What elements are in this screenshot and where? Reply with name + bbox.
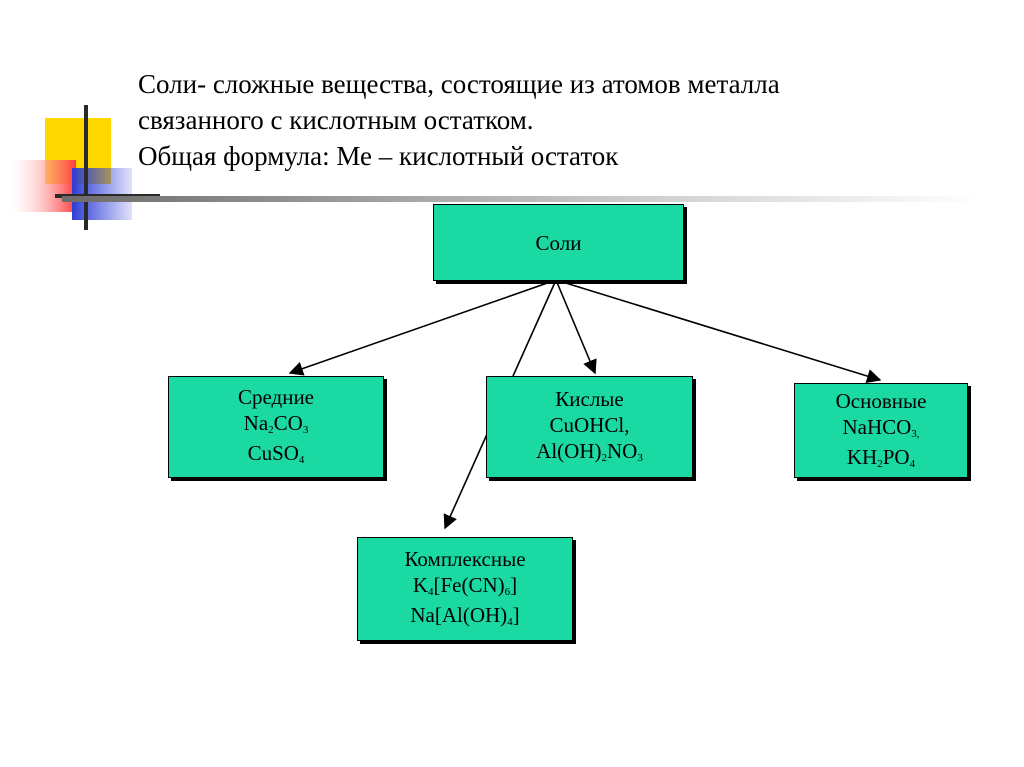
formula-part: [Fe(CN) (433, 573, 505, 597)
node-srednie-label: Средние (237, 385, 315, 409)
formula-subscript: 4 (428, 586, 434, 598)
formula-part: KH (846, 444, 878, 469)
formula-part: Na[Al(OH) (410, 603, 508, 627)
formula-part: CuSO (247, 441, 299, 465)
node-osnovnye-formula-1: NaHCO3, (842, 414, 919, 444)
formula-subscript: 4 (909, 457, 916, 470)
node-kislye: Кислые CuOHCl, Al(OH)2NO3 (486, 376, 693, 478)
node-soli-label: Соли (535, 230, 582, 255)
node-osnovnye-label: Основные (835, 388, 927, 413)
node-srednie: Средние Na2CO3 CuSO4 (168, 376, 384, 478)
node-kompleksnye-formula-2: Na[Al(OH)4] (410, 602, 519, 632)
formula-subscript: 4 (507, 616, 513, 628)
formula-subscript: 3, (911, 427, 920, 440)
node-soli: Соли (433, 204, 684, 281)
formula-subscript: 3 (302, 424, 309, 436)
node-kislye-formula-1: CuOHCl, (549, 413, 630, 437)
formula-part: K (412, 573, 428, 597)
title-underline (62, 196, 982, 202)
formula-part: NO (606, 439, 638, 463)
formula-subscript: 4 (298, 454, 305, 466)
formula-part: NaHCO (842, 414, 912, 439)
node-kompleksnye-formula-1: K4[Fe(CN)6] (413, 572, 517, 602)
formula-part: ] (510, 573, 518, 597)
formula-part: Al(OH) (536, 439, 602, 463)
node-srednie-formula-1: Na2CO3 (244, 410, 309, 440)
node-osnovnye: Основные NaHCO3, KH2PO4 (794, 383, 968, 478)
decorative-squares-graphic (10, 105, 160, 230)
formula-part: PO (882, 444, 910, 469)
node-kislye-formula-2: Al(OH)2NO3 (536, 438, 643, 468)
formula-part: ] (512, 603, 520, 627)
title-line-2: связанного с кислотным остатком. (138, 105, 534, 135)
formula-part: Na (243, 411, 269, 435)
slide-title: Соли- сложные вещества, состоящие из ато… (138, 66, 998, 174)
node-osnovnye-formula-2: KH2PO4 (847, 444, 915, 474)
node-kompleksnye: Комплексные K4[Fe(CN)6] Na[Al(OH)4] (357, 537, 573, 641)
formula-part: CO (273, 411, 303, 435)
arrow-to-srednie (288, 279, 557, 376)
deco-red-square (10, 160, 76, 212)
formula-subscript: 2 (877, 457, 883, 470)
formula-subscript: 2 (601, 452, 607, 464)
arrow-to-osnovnye (555, 279, 882, 384)
node-kompleksnye-label: Комплексные (404, 547, 526, 571)
formula-subscript: 2 (268, 424, 274, 436)
title-line-1: Соли- сложные вещества, состоящие из ато… (138, 69, 780, 99)
formula-subscript: 3 (637, 452, 643, 464)
formula-subscript: 6 (504, 586, 511, 598)
deco-vertical-bar (84, 105, 88, 230)
node-kislye-label: Кислые (555, 387, 624, 411)
node-srednie-formula-2: CuSO4 (248, 440, 305, 470)
title-line-3: Общая формула: Ме – кислотный остаток (138, 141, 619, 171)
arrow-to-kislye (555, 279, 597, 375)
